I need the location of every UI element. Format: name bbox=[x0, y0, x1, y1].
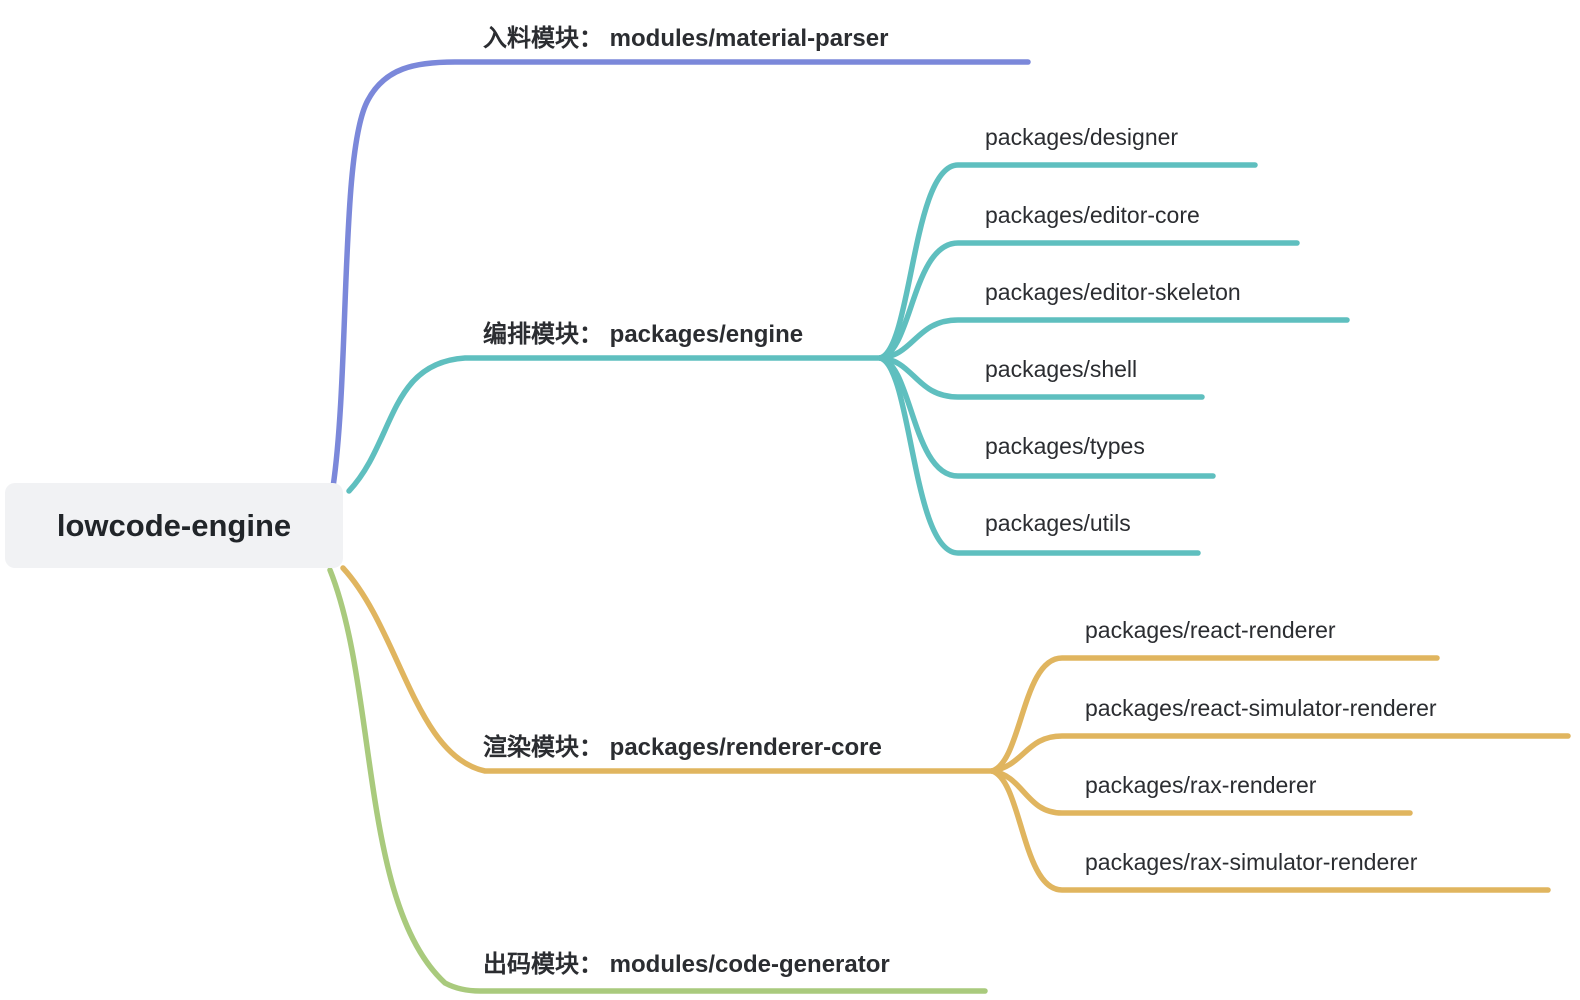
connector-root-to-engine bbox=[346, 355, 883, 494]
connector-engine-to-editor-core bbox=[877, 240, 1300, 361]
connector-engine-to-utils bbox=[877, 355, 1201, 556]
connector-engine-to-shell bbox=[877, 355, 1205, 400]
child-node-editor-core[interactable]: packages/editor-core bbox=[985, 202, 1200, 228]
connector-renderer-core-to-rax-simulator-renderer bbox=[989, 768, 1551, 893]
child-node-designer[interactable]: packages/designer bbox=[985, 124, 1179, 150]
connector-renderer-core-to-react-simulator-renderer bbox=[989, 733, 1571, 774]
connector-root-to-code-generator bbox=[327, 567, 988, 994]
connector-renderer-core-to-rax-renderer bbox=[989, 768, 1413, 816]
child-node-rax-simulator-renderer[interactable]: packages/rax-simulator-renderer bbox=[1085, 849, 1418, 875]
root-node-lowcode-engine[interactable]: lowcode-engine bbox=[5, 483, 343, 568]
connector-root-to-material-parser bbox=[330, 59, 1031, 490]
branch-node-renderer-core[interactable]: 渲染模块： packages/renderer-core bbox=[483, 734, 882, 761]
connector-engine-to-editor-skeleton bbox=[877, 317, 1350, 361]
child-node-react-simulator-renderer[interactable]: packages/react-simulator-renderer bbox=[1085, 695, 1437, 721]
child-node-utils[interactable]: packages/utils bbox=[985, 510, 1131, 536]
child-node-types[interactable]: packages/types bbox=[985, 433, 1145, 459]
connector-engine-to-designer bbox=[877, 162, 1258, 361]
branch-node-code-generator[interactable]: 出码模块： modules/code-generator bbox=[483, 951, 890, 978]
child-node-rax-renderer[interactable]: packages/rax-renderer bbox=[1085, 772, 1317, 798]
child-node-editor-skeleton[interactable]: packages/editor-skeleton bbox=[985, 279, 1241, 305]
branch-node-engine[interactable]: 编排模块： packages/engine bbox=[483, 321, 804, 348]
connector-renderer-core-to-react-renderer bbox=[989, 655, 1440, 774]
child-node-react-renderer[interactable]: packages/react-renderer bbox=[1085, 617, 1336, 643]
branch-node-material-parser[interactable]: 入料模块： modules/material-parser bbox=[483, 25, 889, 52]
child-node-shell[interactable]: packages/shell bbox=[985, 356, 1138, 382]
connector-root-to-renderer-core bbox=[340, 565, 995, 774]
